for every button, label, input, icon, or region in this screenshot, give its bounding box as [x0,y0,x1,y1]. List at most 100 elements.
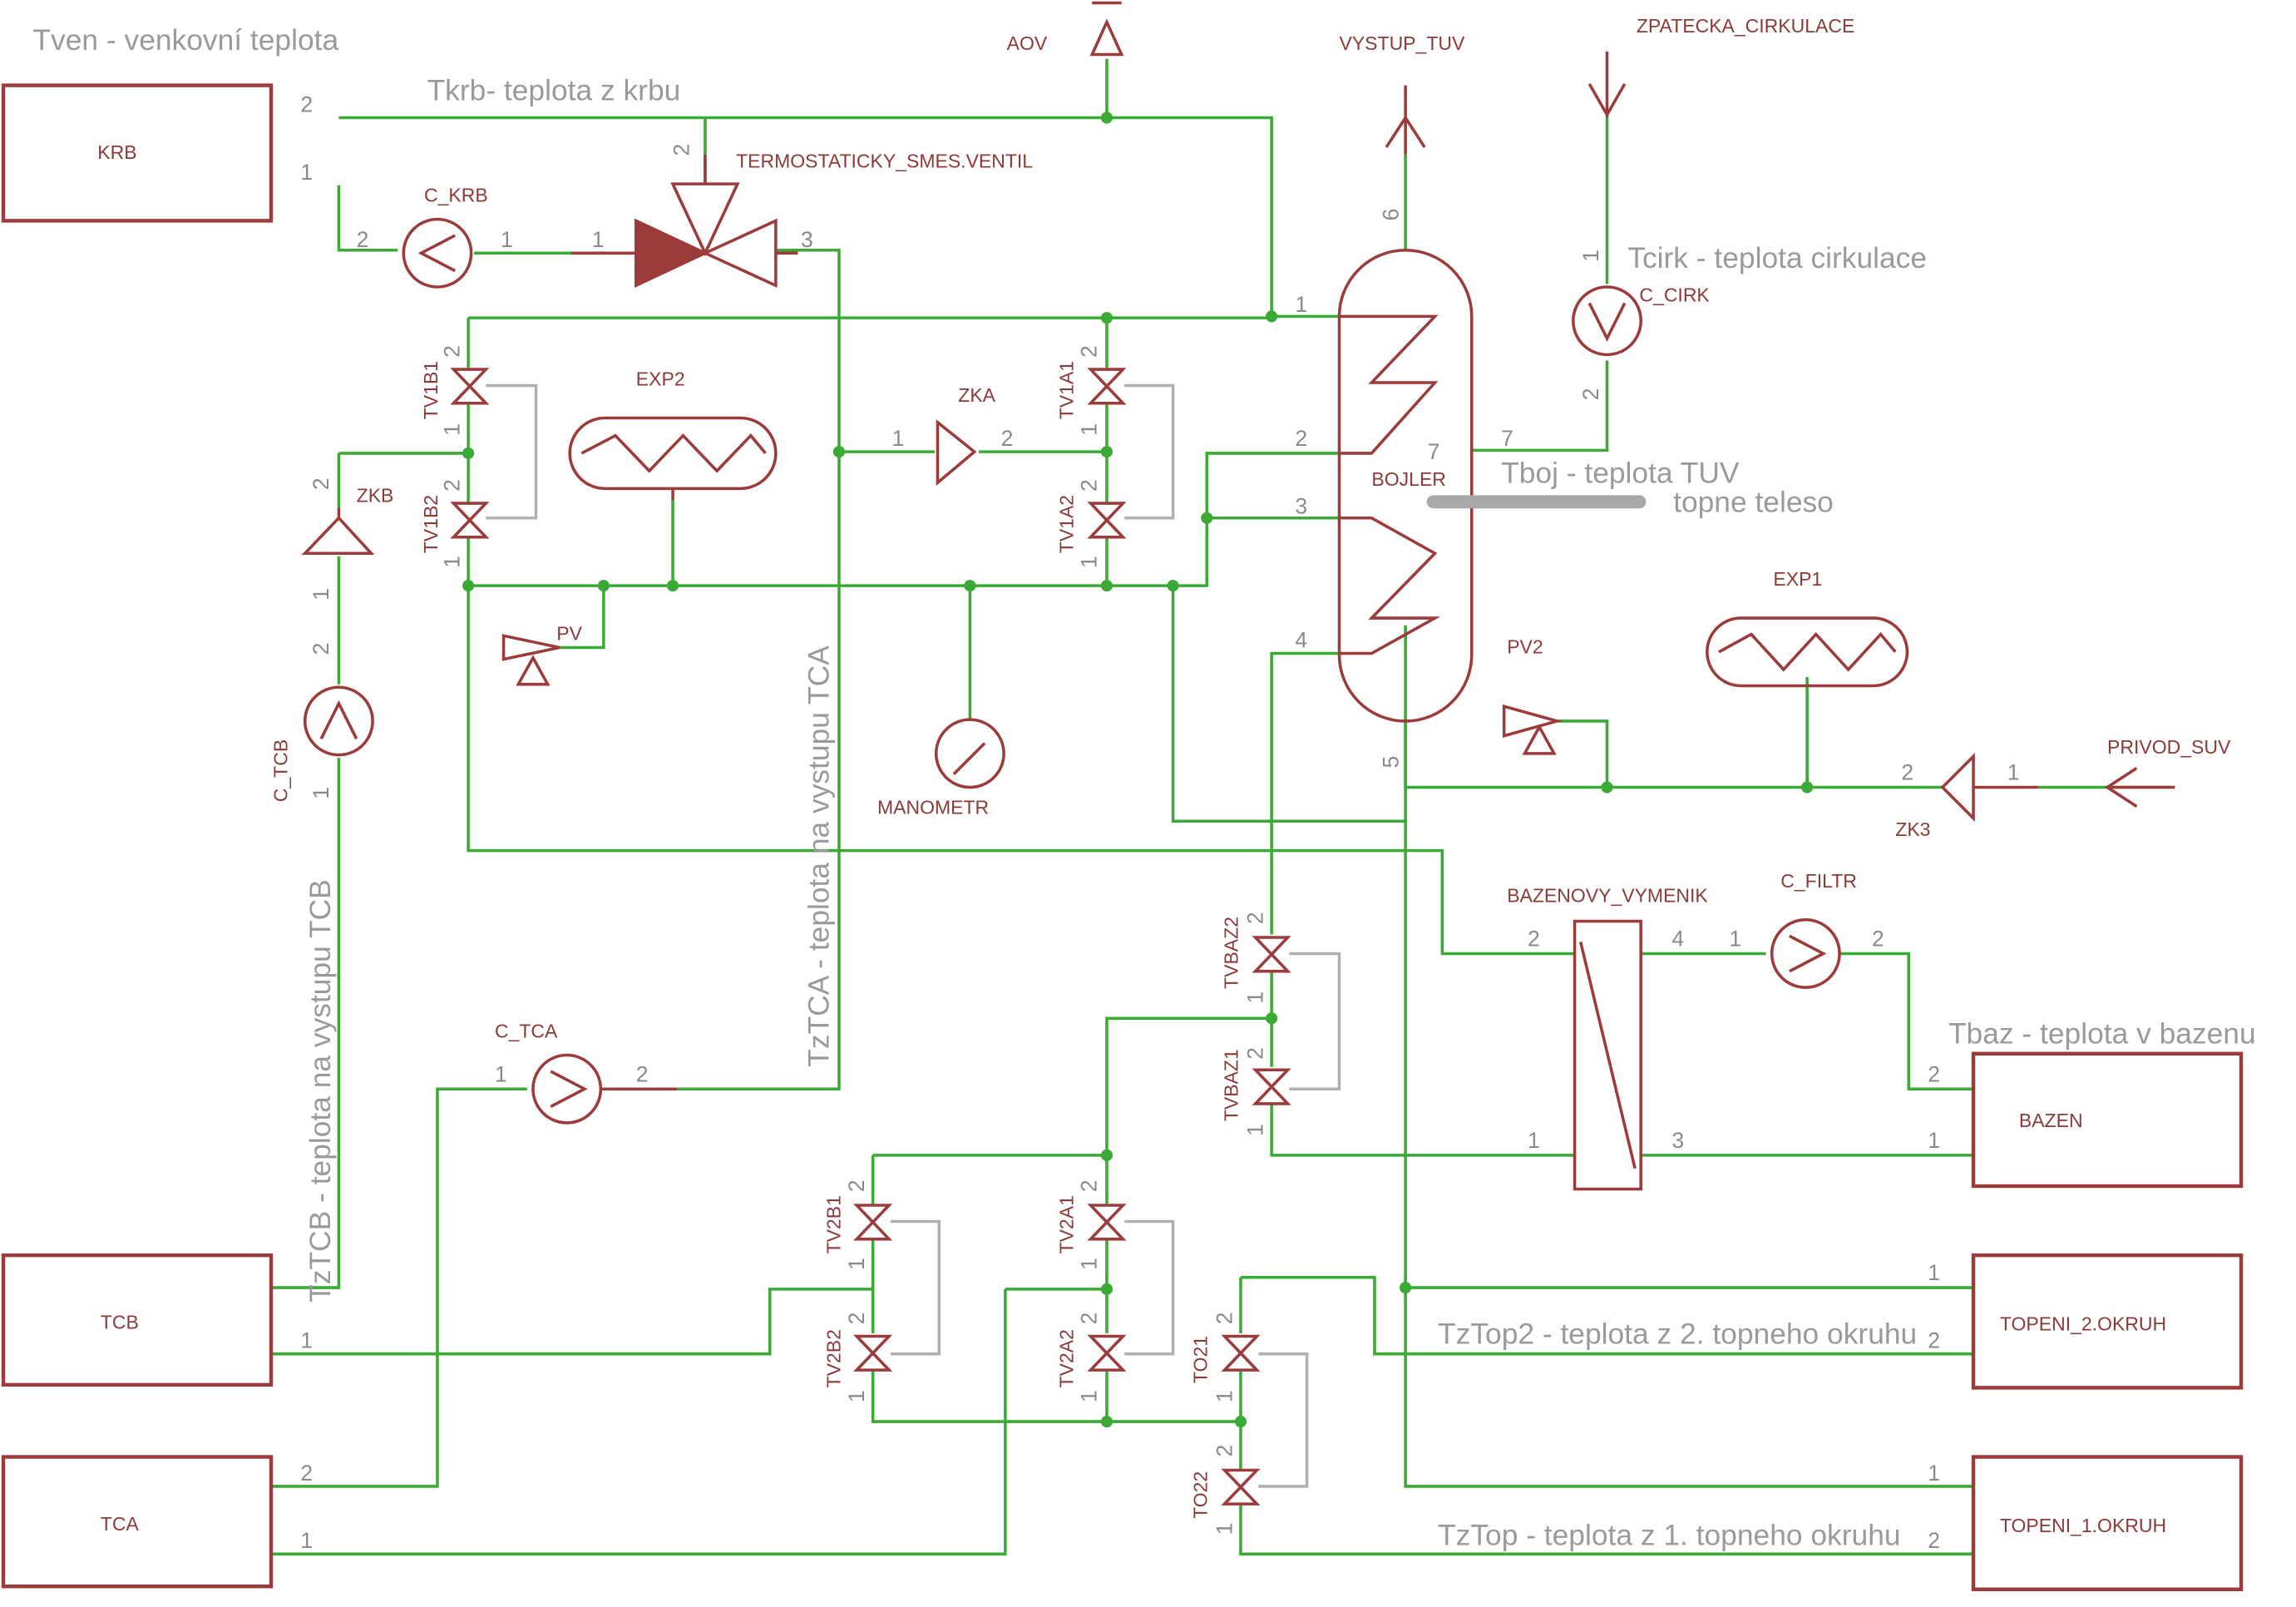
exp2[interactable]: EXP2 [568,368,778,501]
svg-text:5: 5 [1378,756,1403,769]
c-krb-pump[interactable]: C_KRB [402,184,488,289]
vystup-tuv-arrow[interactable]: VYSTUP_TUV [1340,32,1465,155]
exp1-label: EXP1 [1773,568,1822,590]
svg-text:2: 2 [1528,927,1540,952]
svg-text:2: 2 [1001,426,1014,451]
pv-label: PV [556,623,582,645]
svg-text:1: 1 [1212,1390,1237,1402]
block-tca[interactable]: TCA [1,1455,274,1589]
svg-text:2: 2 [1077,1313,1102,1325]
note-tztop2: TzTop2 - teplota z 2. topneho okruhu [1438,1318,1917,1350]
svg-text:2: 2 [309,643,333,655]
svg-text:3: 3 [801,227,813,252]
c-tcb-label: C_TCB [270,739,292,802]
note-tztcb: TzTCB - teplota na vystupu TCB [304,879,337,1303]
svg-text:1: 1 [1729,927,1741,952]
valve-to22[interactable]: TO22 [1189,1468,1261,1519]
zk3-label: ZK3 [1895,818,1930,840]
pv-valve[interactable]: PV [501,623,583,686]
svg-text:1: 1 [440,423,465,436]
valve-tv1a1[interactable]: TV1A1 [1055,361,1127,419]
valve-tv1b2[interactable]: TV1B2 [420,495,490,553]
mixing-valve[interactable]: TERMOSTATICKY_SMES.VENTIL [570,151,1033,289]
tv2b2-label: TV2B2 [823,1329,845,1387]
zkb-valve[interactable]: ZKB [301,484,394,555]
svg-text:2: 2 [300,1461,313,1486]
valve-tv2b1[interactable]: TV2B1 [823,1195,893,1253]
svg-text:2: 2 [1077,1179,1102,1192]
c-krb-label: C_KRB [424,184,488,205]
svg-text:7: 7 [1501,426,1513,451]
svg-text:1: 1 [844,1258,869,1270]
svg-text:1: 1 [592,227,605,252]
svg-text:1: 1 [1528,1128,1540,1153]
pv2-label: PV2 [1507,636,1543,658]
svg-text:2: 2 [844,1179,869,1192]
c-tcb-pump[interactable]: C_TCB [270,685,374,802]
svg-text:1: 1 [1928,1461,1940,1486]
note-tbaz: Tbaz - teplota v bazenu [1948,1017,2256,1050]
svg-text:1: 1 [309,588,333,601]
svg-text:2: 2 [440,345,465,358]
c-filtr-pump[interactable]: C_FILTR [1770,870,1857,989]
valve-tv2b2[interactable]: TV2B2 [823,1329,893,1387]
valve-tv1a2[interactable]: TV1A2 [1055,495,1127,553]
aov-symbol[interactable]: AOV [1007,1,1124,57]
svg-text:1: 1 [844,1390,869,1402]
block-topeni1-label: TOPENI_1.OKRUH [2000,1515,2166,1536]
exp1[interactable]: EXP1 [1706,568,1909,688]
zk3-valve[interactable]: ZK3 [1895,753,2038,840]
manometr[interactable]: MANOMETR [877,718,1005,818]
tv1a1-label: TV1A1 [1055,361,1077,419]
svg-text:2: 2 [309,477,333,490]
valve-to21[interactable]: TO21 [1189,1334,1261,1383]
svg-text:2: 2 [844,1313,869,1325]
svg-text:4: 4 [1671,927,1684,952]
svg-text:1: 1 [1928,1260,1940,1285]
to21-label: TO21 [1189,1336,1211,1383]
valve-tv1b1[interactable]: TV1B1 [420,361,490,419]
block-tcb-label: TCB [101,1312,139,1333]
svg-text:1: 1 [1928,1128,1940,1153]
valve-tv2a2[interactable]: TV2A2 [1055,1329,1127,1387]
zka-label: ZKA [958,384,995,406]
svg-text:2: 2 [1928,1528,1940,1553]
bazenovy-vymenik-label: BAZENOVY_VYMENIK [1507,885,1708,907]
valve-tvbaz2[interactable]: TVBAZ2 [1220,917,1291,989]
block-topeni1[interactable]: TOPENI_1.OKRUH [1971,1455,2244,1591]
junction-dots [462,111,1814,1428]
svg-text:2: 2 [1243,1047,1268,1060]
valve-tv2a1[interactable]: TV2A1 [1055,1195,1127,1253]
bazenovy-vymenik[interactable]: BAZENOVY_VYMENIK [1507,885,1708,1191]
privod-suv-arrow[interactable]: PRIVOD_SUV [2104,736,2231,808]
svg-text:2: 2 [1077,345,1102,358]
block-bazen[interactable]: BAZEN [1971,1051,2244,1189]
svg-text:2: 2 [669,144,694,156]
note-tztca: TzTCA - teplota na vystupu TCA [803,645,836,1067]
c-tca-label: C_TCA [495,1020,558,1041]
svg-text:1: 1 [300,1528,313,1553]
svg-text:1: 1 [1212,1523,1237,1535]
to22-label: TO22 [1189,1471,1211,1519]
zpatecka-arrow[interactable]: ZPATECKA_CIRKULACE [1587,15,1854,118]
c-tca-pump[interactable]: C_TCA [495,1020,678,1125]
block-topeni2[interactable]: TOPENI_2.OKRUH [1971,1253,2244,1390]
valve-tvbaz1[interactable]: TVBAZ1 [1220,1049,1291,1121]
svg-text:1: 1 [1077,1390,1102,1402]
svg-text:1: 1 [309,787,333,799]
note-tboj: Tboj - teplota TUV [1501,457,1740,489]
aov-label: AOV [1007,32,1048,54]
vystup-tuv-label: VYSTUP_TUV [1340,32,1465,54]
note-tkrb: Tkrb- teplota z krbu [427,74,681,106]
pv2-valve[interactable]: PV2 [1502,636,1563,755]
svg-text:1: 1 [1077,423,1102,436]
c-cirk-pump[interactable]: C_CIRK [1572,284,1711,357]
block-tcb[interactable]: TCB [1,1253,274,1387]
bojler[interactable]: BOJLER [1337,248,1647,723]
block-krb[interactable]: KRB [1,83,274,223]
svg-text:4: 4 [1295,627,1307,652]
zka-valve[interactable]: ZKA [936,384,996,487]
tvbaz2-label: TVBAZ2 [1220,917,1242,989]
svg-text:2: 2 [300,91,313,116]
